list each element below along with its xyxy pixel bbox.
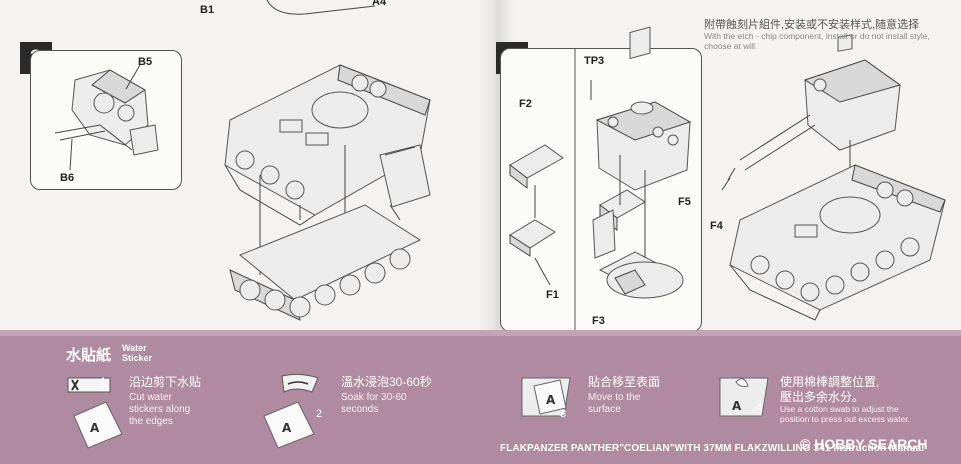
step-4-panel-divider [574,48,576,330]
decal-step-4-english-line2: position to press out excess water. [780,414,910,424]
decal-title-english-line2: Sticker [122,353,153,363]
scissors-icon: A [67,377,123,449]
decal-instructions-band: 水貼紙 Water Sticker A 1 沿边剪下水贴 Cut water s… [0,330,961,464]
decal-step-4-chinese-line1: 使用棉棒調整位置, [780,375,880,389]
decal-step-3-number: 3 [560,408,567,420]
decal-step-1-number: 1 [100,376,107,388]
decal-step-1-english-line2: stickers along [129,404,191,415]
decal-step-1-english: Cut water stickers along the edges [129,392,190,428]
manual-footer-title: FLAKPANZER PANTHER"COELIAN"WITH 37MM FLA… [500,443,925,454]
decal-step-4-chinese-line2: 壓出多余水分。 [780,390,865,404]
decal-step-2-number: 2 [316,408,323,420]
decal-step-3-mark: A [546,393,556,407]
decal-step-2-english: Soak for 30-60 seconds [341,392,407,416]
decal-step-4-mark: A [732,399,742,413]
decal-step-4-english: Use a cotton swab to adjust the position… [780,404,910,424]
part-label-f3: F3 [592,315,605,327]
decal-step-2-mark: A [282,421,292,435]
step-3-hull-assembly-drawing [224,64,431,321]
decal-step-1-mark: A [90,421,100,435]
decal-step-2-english-line1: Soak for 30-60 [341,392,407,403]
decal-step-2-illustration: A [262,372,319,449]
part-label-tp3: TP3 [584,55,605,67]
step-4-finished-model-drawing [721,34,946,321]
decal-step-3-english-line1: Move to the [588,392,641,403]
previous-step-track-fragment [266,0,376,15]
decal-step-3-chinese: 貼合移至表面 [588,375,661,389]
decal-title-english: Water Sticker [122,343,152,363]
decal-step-4-number: 4 [756,402,763,414]
hobby-search-watermark: © HOBBY SEARCH [800,436,928,452]
decal-step-2-english-line2: seconds [341,404,379,415]
decal-step-3-english: Move to the surface [588,392,640,416]
part-label-f4: F4 [710,220,723,232]
decal-step-4-illustration: A [718,372,769,417]
cotton-swab-icon: A [719,377,769,417]
part-label-b5: B5 [138,56,153,68]
part-label-b1: B1 [200,4,215,16]
step-4-turret-exploded-drawing [509,26,692,299]
water-bowl-icon: A [263,373,319,449]
decal-step-3-english-line2: surface [588,404,621,415]
decal-step-1-illustration: A [66,372,123,449]
step-3-subassembly-drawing [54,64,159,171]
decal-step-2-chinese: 溫水浸泡30-60秒 [341,375,432,389]
decal-step-4-english-line1: Use a cotton swab to adjust the [780,404,899,414]
decal-title-english-line1: Water [122,343,147,353]
decal-step-1-english-line3: the edges [129,416,173,427]
etch-note-english: With the etch - chip component, install … [704,31,930,51]
part-label-f1: F1 [546,289,559,301]
band-top-edge [0,330,961,336]
decal-step-3-illustration: A [520,372,571,417]
slide-decal-icon: A [521,377,571,417]
decal-step-1-chinese: 沿边剪下水贴 [129,375,202,389]
decal-step-1-english-line1: Cut water [129,392,172,403]
part-label-b6: B6 [60,172,75,184]
part-label-f2: F2 [519,98,532,110]
part-label-a4: A4 [372,0,387,8]
part-label-f5: F5 [678,196,691,208]
etch-note-chinese: 附帶蝕刻片組件,安装或不安装样式,随意选择 [704,19,920,31]
decal-title-chinese: 水貼紙 [66,347,112,364]
